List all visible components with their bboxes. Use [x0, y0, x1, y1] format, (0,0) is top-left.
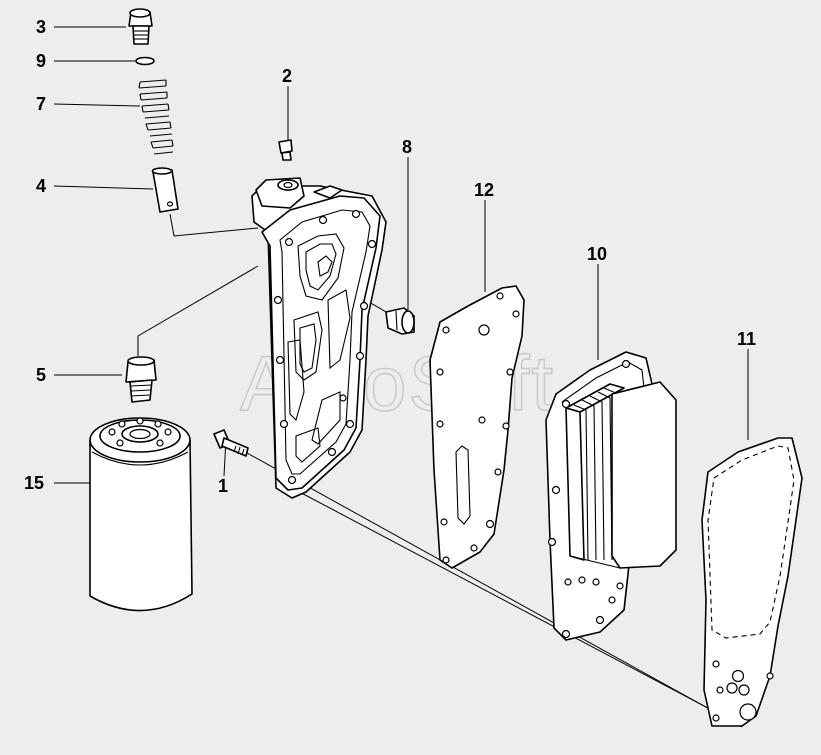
callout-4: 4	[36, 176, 46, 196]
callout-labels: 3 9 7 4 2 8 12 10 11 5 15 1	[24, 17, 756, 496]
o-ring-part-9	[135, 56, 155, 66]
connector-part-5	[125, 356, 157, 403]
valve-piston-part-4	[151, 167, 179, 213]
callout-11: 11	[737, 329, 756, 349]
callout-9: 9	[36, 51, 46, 71]
callout-10: 10	[587, 244, 607, 264]
oil-cooler-part-10	[545, 351, 677, 641]
callout-2: 2	[282, 66, 292, 86]
gasket-part-11	[701, 437, 803, 727]
callout-5: 5	[36, 365, 46, 385]
bolt-part-1	[213, 429, 249, 457]
spring-part-7	[138, 79, 174, 155]
callout-1: 1	[218, 476, 228, 496]
oil-filter-part-15	[89, 417, 193, 612]
gasket-part-12	[429, 285, 525, 569]
callout-7: 7	[36, 94, 46, 114]
bolt-part-2	[278, 139, 293, 161]
filter-head-housing	[251, 177, 387, 499]
plug-part-3	[128, 8, 153, 45]
callout-15: 15	[24, 473, 44, 493]
fitting-part-8	[385, 307, 415, 335]
callout-3: 3	[36, 17, 46, 37]
callout-8: 8	[402, 137, 412, 157]
callout-12: 12	[474, 180, 494, 200]
